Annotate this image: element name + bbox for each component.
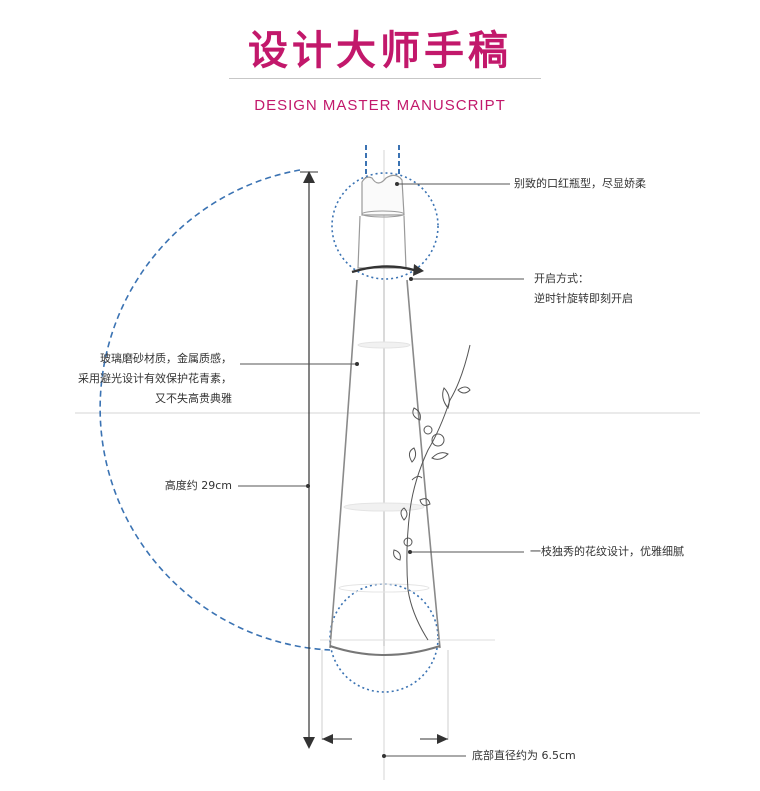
height-label: 高度约 29cm	[164, 479, 232, 492]
diameter-leader-dot	[382, 754, 386, 758]
rotation-arrow	[351, 265, 415, 274]
diameter-arrow-left	[322, 734, 333, 744]
flower-design-label: 一枝独秀的花纹设计，优雅细腻	[530, 545, 684, 558]
opening-method-desc: 逆时针旋转即刻开启	[534, 292, 633, 305]
bottle-neck	[357, 215, 407, 269]
lipstick-shape-label: 别致的口红瓶型，尽显娇柔	[514, 177, 646, 190]
base-diameter-label: 底部直径约为 6.5cm	[472, 749, 576, 762]
rotation-arrowhead	[413, 264, 424, 276]
diameter-arrow-right	[437, 734, 448, 744]
page-subtitle: DESIGN MASTER MANUSCRIPT	[254, 97, 506, 114]
bottle-body-right	[406, 279, 441, 649]
flower-leader-dot	[408, 550, 412, 554]
bottle-base	[329, 645, 441, 656]
body-highlight-1	[357, 341, 411, 349]
floral-vine-icon	[393, 344, 471, 641]
height-leader-dot	[306, 484, 310, 488]
body-highlight-2	[343, 502, 425, 512]
bottle-cap	[361, 174, 405, 216]
bottle-body-left	[329, 279, 358, 649]
lipstick-leader-dot	[395, 182, 399, 186]
base-detail-circle	[329, 583, 439, 693]
opening-leader-dot	[409, 277, 413, 281]
height-arrow-bottom	[303, 737, 315, 749]
body-highlight-3	[338, 583, 430, 593]
opening-method-title: 开启方式：	[534, 272, 589, 285]
dashed-arc-guide	[99, 169, 331, 651]
height-arrow-top	[303, 171, 315, 183]
material-leader-dot	[355, 362, 359, 366]
cap-ring	[361, 210, 405, 218]
title-divider	[229, 78, 541, 79]
cap-detail-circle	[331, 172, 439, 280]
material-label-line1: 玻璃磨砂材质，金属质感，	[100, 352, 232, 365]
material-label-line2: 采用避光设计有效保护花青素，	[78, 372, 232, 385]
material-label-line3: 又不失高贵典雅	[155, 392, 232, 405]
page-title: 设计大师手稿	[248, 28, 512, 74]
